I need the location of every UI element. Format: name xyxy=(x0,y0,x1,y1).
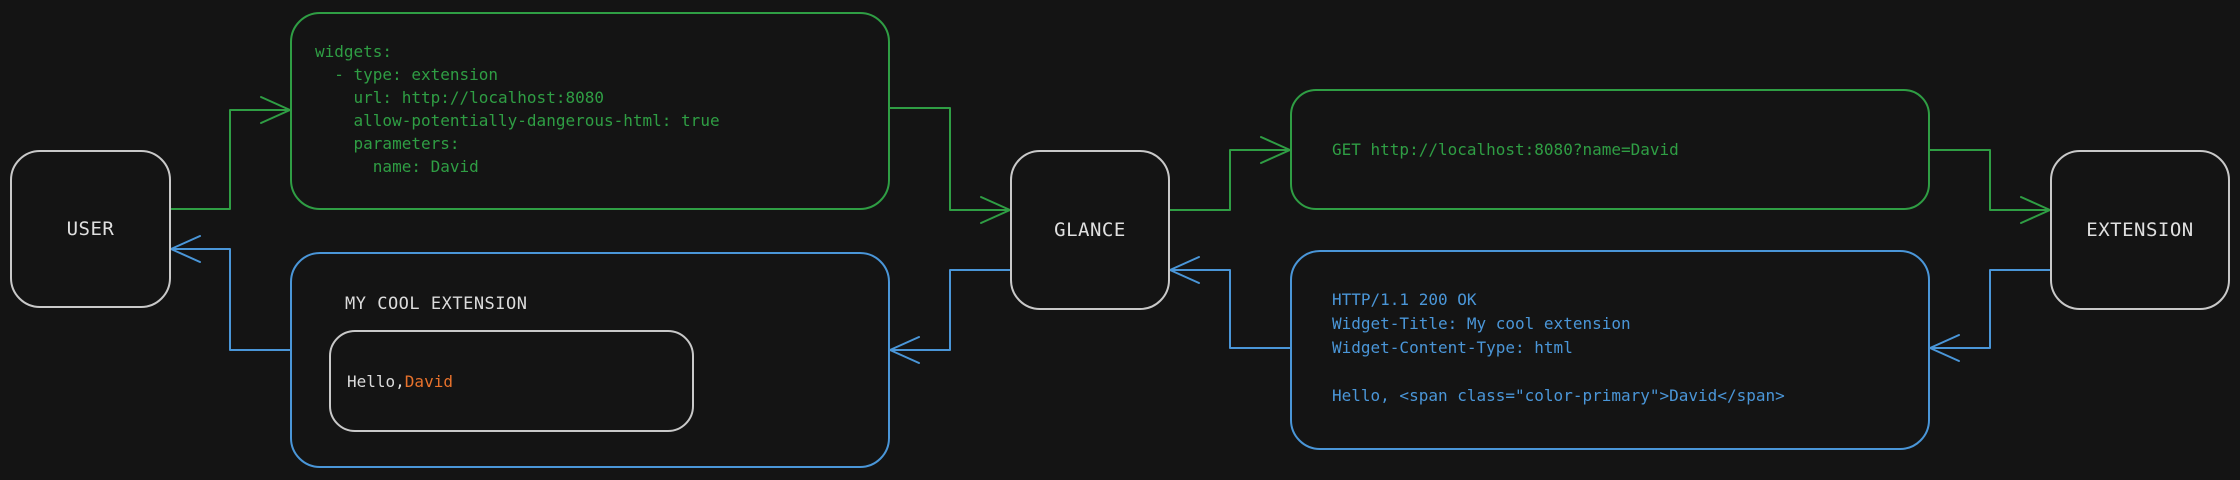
arrowhead-left-icon xyxy=(889,336,920,364)
extension-node-label: EXTENSION xyxy=(2086,219,2194,241)
greeting-prefix: Hello, xyxy=(347,371,405,391)
http-request-code: GET http://localhost:8080?name=David xyxy=(1332,139,1679,159)
config-yaml-box: widgets: - type: extension url: http://l… xyxy=(290,12,890,210)
user-node: USER xyxy=(10,150,171,308)
config-yaml-code: widgets: - type: extension url: http://l… xyxy=(315,42,720,176)
wire-config-to-glance xyxy=(889,107,1011,224)
wire-glance-to-widget xyxy=(889,269,1011,364)
widget-title: MY COOL EXTENSION xyxy=(345,294,528,314)
wire-widget-to-user xyxy=(170,235,291,351)
wire-response-to-glance xyxy=(1169,256,1291,349)
wire-user-to-config xyxy=(170,96,291,210)
arrowhead-left-icon xyxy=(170,235,201,263)
user-node-label: USER xyxy=(66,218,115,240)
glance-node: GLANCE xyxy=(1010,150,1170,310)
wire-request-to-extension xyxy=(1929,149,2051,224)
rendered-widget-box: MY COOL EXTENSION Hello, David xyxy=(290,252,890,468)
greeting-name: David xyxy=(404,371,453,391)
widget-greeting-box: Hello, David xyxy=(329,330,694,432)
extension-node: EXTENSION xyxy=(2050,150,2230,310)
glance-node-label: GLANCE xyxy=(1054,219,1126,241)
http-request-box: GET http://localhost:8080?name=David xyxy=(1290,89,1930,210)
wire-glance-to-request xyxy=(1169,136,1291,211)
arrowhead-left-icon xyxy=(1169,256,1200,284)
wire-extension-to-response xyxy=(1929,269,2051,362)
http-response-box: HTTP/1.1 200 OK Widget-Title: My cool ex… xyxy=(1290,250,1930,450)
arrowhead-left-icon xyxy=(1929,334,1960,362)
http-response-code: HTTP/1.1 200 OK Widget-Title: My cool ex… xyxy=(1332,290,1785,405)
